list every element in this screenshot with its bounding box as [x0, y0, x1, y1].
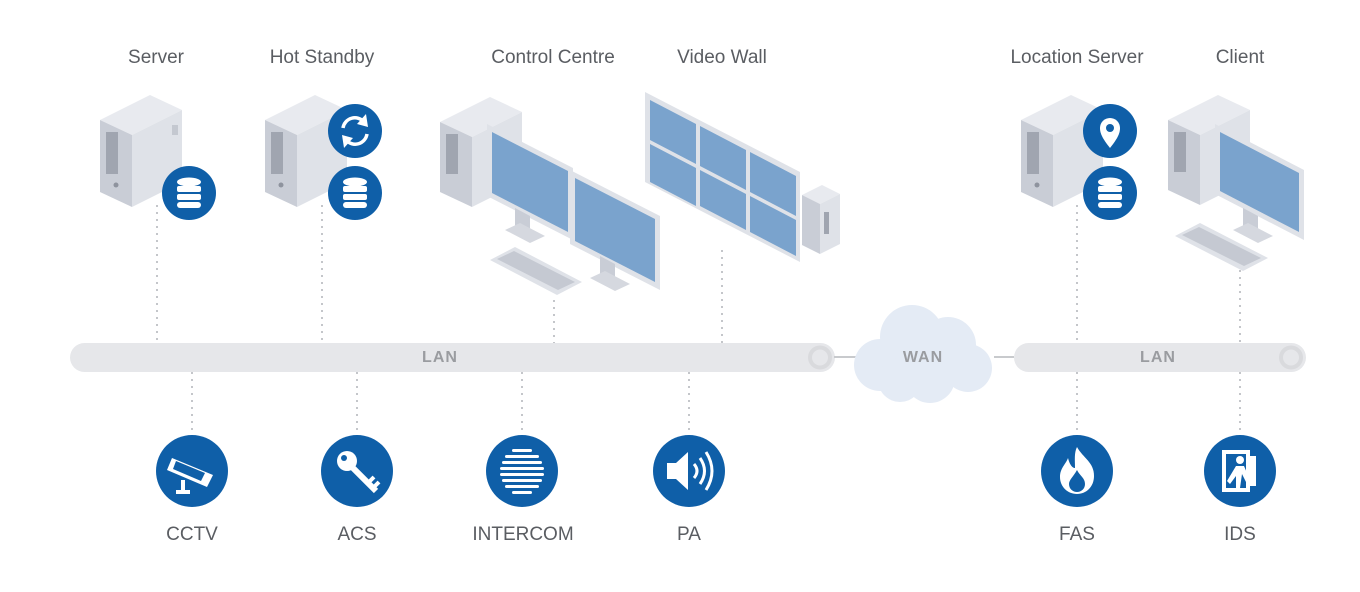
lan-right-label: LAN: [1140, 349, 1176, 366]
cctv-label: CCTV: [166, 524, 218, 545]
pa-label: PA: [677, 524, 701, 545]
cctv-camera-icon: [156, 435, 228, 507]
server-label: Server: [128, 47, 184, 68]
server-tower-icon: [100, 95, 182, 207]
database-icon: [328, 166, 382, 220]
intruder-icon: [1204, 435, 1276, 507]
location-server-label: Location Server: [1010, 47, 1144, 68]
video-wall-label: Video Wall: [677, 47, 767, 68]
acs-label: ACS: [337, 524, 377, 545]
ids-label: IDS: [1224, 524, 1256, 545]
video-wall-icon: [645, 92, 840, 262]
client-workstation-icon: [1168, 95, 1304, 271]
intercom-label: INTERCOM: [472, 524, 574, 545]
connectors-bottom: [191, 372, 1241, 436]
fas-label: FAS: [1059, 524, 1095, 545]
fire-icon: [1041, 435, 1113, 507]
wan-label: WAN: [902, 349, 944, 366]
connectors-top: [156, 205, 1241, 345]
sync-icon: [328, 104, 382, 158]
database-icon: [162, 166, 216, 220]
location-pin-icon: [1083, 104, 1137, 158]
lan-right-bar: [1014, 343, 1306, 372]
lan-left-bar: [70, 343, 835, 372]
hot-standby-label: Hot Standby: [269, 47, 375, 68]
control-centre-label: Control Centre: [491, 47, 615, 68]
client-label: Client: [1215, 47, 1265, 68]
lan-left-label: LAN: [422, 349, 458, 366]
database-icon: [1083, 166, 1137, 220]
speaker-icon: [653, 435, 725, 507]
intercom-icon: [486, 435, 558, 507]
wan-cloud-icon: [854, 305, 992, 403]
key-icon: [321, 435, 393, 507]
control-centre-workstation-icon: [440, 97, 660, 295]
